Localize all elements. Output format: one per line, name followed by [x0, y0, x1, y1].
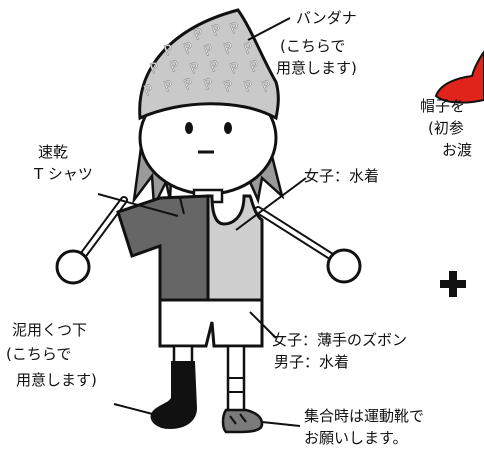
label-girls-pants: 女子：薄手のズボン: [272, 331, 408, 349]
sneaker: [221, 408, 264, 434]
plus-icon: [440, 271, 466, 297]
swimsuit: [206, 194, 264, 302]
label-socks: 泥用くつ下: [12, 321, 88, 339]
label-hat: お渡: [442, 141, 473, 159]
label-boys-swimsuit: 男子：水着: [274, 353, 350, 371]
right-hand: [326, 248, 362, 284]
label-girls-swimsuit: 女子：水着: [304, 167, 380, 185]
label-shoes: お願いします。: [304, 429, 408, 447]
label-shirt: T シャツ: [34, 165, 93, 183]
left-hand: [55, 249, 91, 285]
label-hat: (初参: [428, 119, 464, 137]
label-bandana-note: 用意します): [276, 59, 357, 77]
label-shoes: 集合時は運動靴で: [304, 407, 425, 425]
label-bandana: バンダナ: [296, 9, 357, 27]
label-bandana-note: (こちらで: [280, 37, 346, 55]
label-hat: 帽子を: [420, 97, 466, 115]
bandana: [138, 8, 280, 121]
hat-icon: [434, 50, 484, 104]
thin-pants: [158, 298, 264, 348]
leader-lines: [97, 17, 307, 427]
label-socks: 用意します): [16, 371, 97, 389]
label-socks: (こちらで: [6, 345, 72, 363]
label-shirt: 速乾: [38, 143, 69, 161]
mud-sock: [150, 361, 198, 430]
